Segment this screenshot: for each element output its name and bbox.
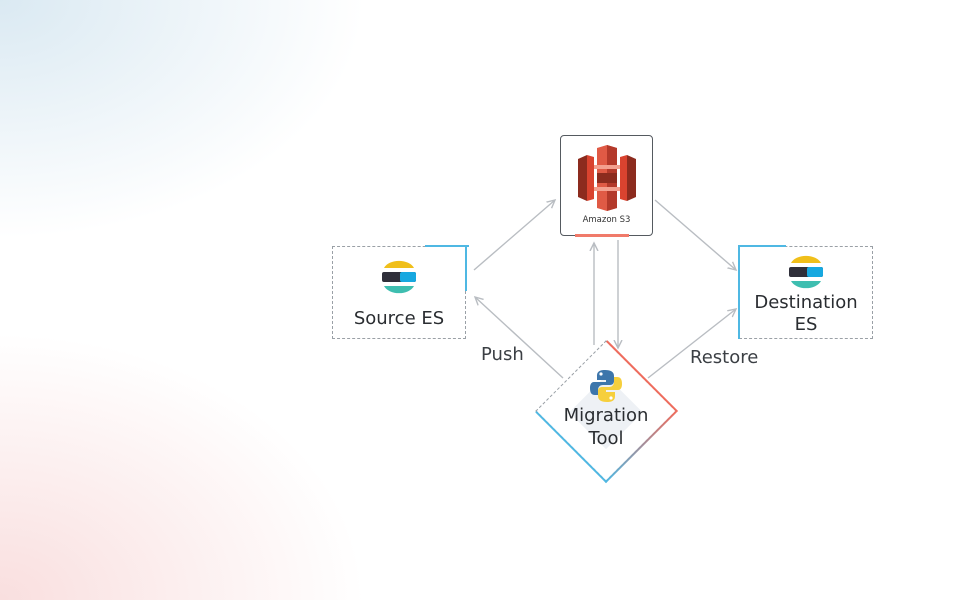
destination-es-label: Destination ES [740, 292, 872, 336]
push-label: Push [481, 344, 524, 365]
source-es-accent-top [425, 245, 469, 247]
arrow-s3-to-destination [654, 199, 736, 270]
arrow-source-to-s3 [473, 200, 555, 271]
source-es-accent-side [465, 245, 467, 291]
migration-tool-node: Migration Tool [535, 340, 679, 484]
destination-es-label-line2: ES [794, 314, 818, 335]
s3-accent-bar [575, 234, 629, 237]
elasticsearch-icon [382, 260, 416, 294]
arrow-migration-to-source [475, 297, 564, 379]
elasticsearch-icon [789, 255, 823, 289]
amazon-s3-node: Amazon S3 [560, 135, 653, 237]
destination-es-label-line1: Destination [754, 292, 858, 313]
destination-es-accent-top [738, 245, 786, 247]
source-es-label: Source ES [353, 308, 445, 329]
migration-tool-label-line1: Migration [563, 405, 649, 426]
migration-tool-label: Migration Tool [526, 404, 686, 450]
python-icon [590, 370, 622, 402]
migration-tool-label-line2: Tool [588, 428, 624, 449]
destination-es-node: Destination ES [738, 245, 873, 339]
source-es-node: Source ES [332, 245, 469, 339]
restore-label: Restore [690, 347, 759, 368]
destination-es-accent-side [738, 245, 740, 339]
amazon-s3-icon [578, 145, 636, 211]
arrow-migration-to-destination [647, 309, 736, 379]
amazon-s3-label: Amazon S3 [582, 215, 631, 225]
